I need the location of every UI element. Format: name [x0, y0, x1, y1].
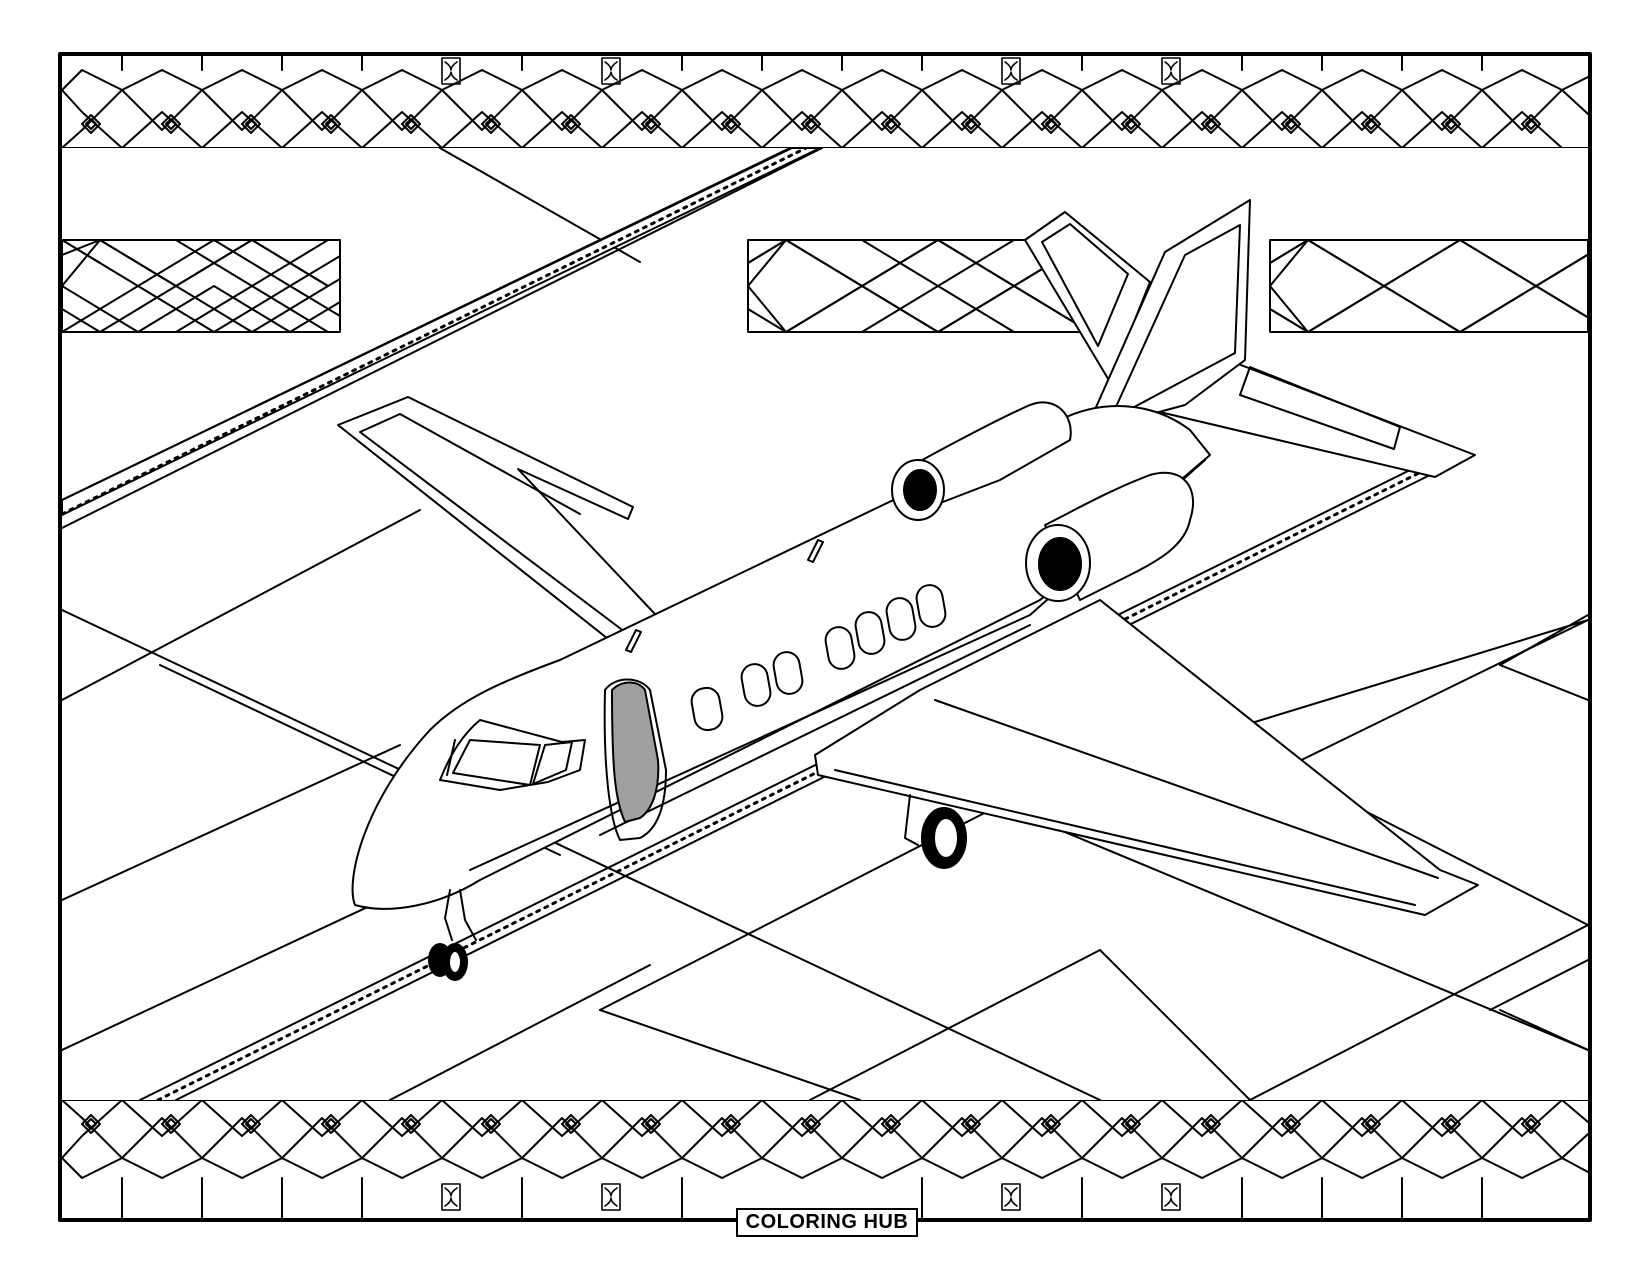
cabin-windows: [690, 584, 947, 732]
near-wing: [814, 599, 1479, 916]
jet-airplane: [337, 199, 1479, 981]
runway-strip: [139, 468, 1441, 1100]
butterfly-motif-icon: [441, 1183, 1181, 1211]
tail-fin: [1084, 199, 1251, 433]
butterfly-motif-icon: [441, 57, 1181, 85]
near-engine: [1025, 471, 1195, 602]
main-landing-gear: [904, 794, 967, 869]
brand-label: COLORING HUB: [736, 1208, 918, 1237]
nose-landing-gear: [428, 889, 477, 981]
top-border: [62, 56, 1588, 148]
diamond-motif-icon: [81, 1114, 1541, 1134]
fence-panel-left: [62, 239, 341, 333]
cockpit-frame: [439, 719, 586, 791]
ground-grid-lines: [62, 148, 1588, 1100]
fence-panel-center: [747, 239, 1111, 333]
bottom-border: [62, 1100, 1588, 1220]
fence-panel-right: [1269, 239, 1588, 333]
far-stabilizer: [1024, 211, 1151, 383]
diamond-motif-icon: [81, 114, 1541, 134]
cabin-door: [611, 681, 660, 823]
airport-scene: [62, 148, 1588, 1100]
upper-taxiway: [62, 148, 823, 529]
far-engine: [891, 401, 1072, 521]
